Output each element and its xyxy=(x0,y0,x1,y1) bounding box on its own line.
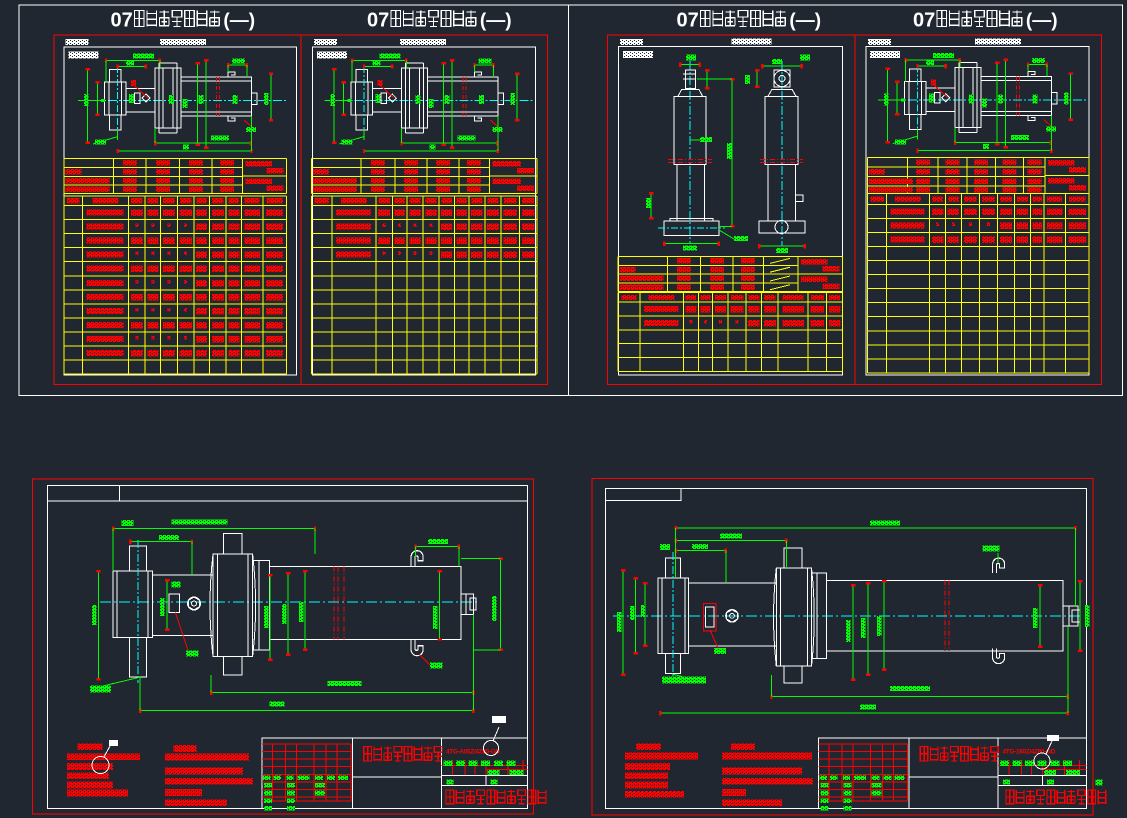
svg-text:(—): (—) xyxy=(223,11,255,32)
svg-text:07: 07 xyxy=(677,10,699,32)
svg-text:(—): (—) xyxy=(789,11,821,32)
svg-text:07: 07 xyxy=(367,10,389,32)
svg-text:(—): (—) xyxy=(480,11,512,32)
svg-text:07: 07 xyxy=(111,10,133,32)
svg-text:4TG-160Z/4Z80-GD: 4TG-160Z/4Z80-GD xyxy=(1003,749,1056,756)
svg-text:4TG-A05Z/4Z80-GD: 4TG-A05Z/4Z80-GD xyxy=(446,749,500,756)
svg-text:07: 07 xyxy=(913,10,935,32)
svg-text:(—): (—) xyxy=(1026,11,1058,32)
